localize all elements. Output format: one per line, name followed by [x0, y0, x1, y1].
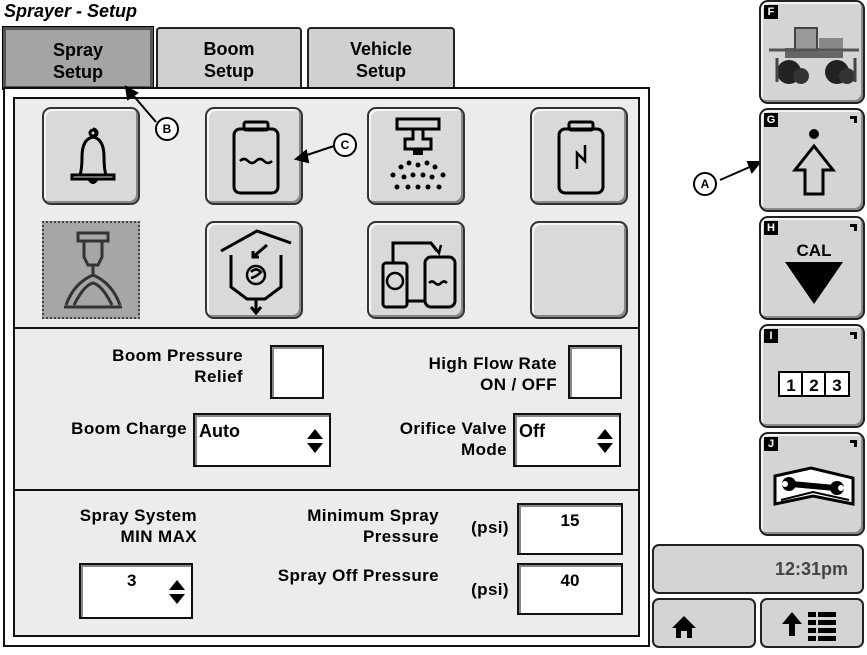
tab-label-line1: Boom	[203, 39, 255, 59]
page-title: Sprayer - Setup	[4, 1, 138, 21]
corner-mark-icon	[850, 116, 857, 123]
spray-off-pressure-label: Spray Off Pressure	[277, 566, 439, 585]
boom-charge-label: Boom Charge	[71, 419, 187, 438]
tab-label-line2: Setup	[203, 61, 254, 81]
tab-vehicle-setup[interactable]: Vehicle Setup	[307, 27, 455, 89]
tank-level-button[interactable]	[205, 107, 303, 205]
minimum-spray-pressure-input[interactable]: 15	[517, 503, 623, 555]
side-button-f[interactable]: F	[759, 0, 865, 104]
manual-wrench-icon	[773, 466, 855, 506]
corner-mark-icon	[850, 440, 857, 447]
corner-mark-icon	[850, 224, 857, 231]
tab-boom-setup[interactable]: Boom Setup	[156, 27, 302, 89]
spray-system-label: Spray System MIN MAX	[35, 505, 197, 547]
menu-up-icon	[782, 612, 836, 641]
label-line1: Minimum Spray	[307, 506, 439, 525]
svg-text:3: 3	[832, 376, 841, 395]
high-flow-rate-label: High Flow Rate ON / OFF	[351, 353, 557, 395]
section-divider	[15, 327, 638, 329]
cal-down-arrow-icon: CAL	[785, 241, 843, 304]
nozzle-spray-icon	[390, 117, 446, 190]
empty-slot-button[interactable]	[530, 221, 628, 319]
label-line1: Boom Pressure	[112, 346, 243, 365]
softkey-label: F	[764, 5, 778, 19]
clock-display: 12:31pm	[652, 544, 864, 594]
alarm-bell-button[interactable]	[42, 107, 140, 205]
label-line2: ON / OFF	[480, 375, 557, 394]
min-pressure-unit: (psi)	[471, 518, 509, 537]
nozzle-spray-button[interactable]	[367, 107, 465, 205]
side-button-i[interactable]: I 1 2 3	[759, 324, 865, 428]
boom-pressure-relief-checkbox[interactable]	[270, 345, 324, 399]
menu-up-button[interactable]	[760, 598, 864, 648]
callout-b: B	[155, 117, 179, 141]
side-button-g[interactable]: G	[759, 108, 865, 212]
spray-system-stepper[interactable]: 3	[79, 563, 193, 619]
svg-text:1: 1	[786, 376, 795, 395]
label-line1: High Flow Rate	[428, 354, 557, 373]
inductor-hopper-icon	[220, 229, 292, 316]
boom-charge-value: Auto	[199, 421, 240, 441]
alarm-bell-icon	[70, 127, 116, 184]
softkey-label: H	[764, 221, 778, 235]
high-flow-rate-checkbox[interactable]	[568, 345, 622, 399]
cal-label: CAL	[797, 241, 832, 260]
battery-tank-icon	[557, 120, 605, 195]
side-button-h[interactable]: H CAL	[759, 216, 865, 320]
svg-text:2: 2	[809, 376, 818, 395]
up-down-arrows-icon	[597, 429, 613, 453]
inductor-hopper-button[interactable]	[205, 221, 303, 319]
pump-tank-icon	[381, 241, 457, 309]
orifice-valve-mode-select[interactable]: Off	[513, 413, 621, 467]
callout-c: C	[333, 133, 357, 157]
boom-nozzle-button[interactable]	[42, 221, 140, 319]
spray-setup-content: Boom Pressure Relief High Flow Rate ON /…	[13, 97, 640, 637]
sprayer-vehicle-icon	[769, 27, 859, 84]
tank-level-icon	[232, 120, 280, 195]
orifice-valve-mode-value: Off	[519, 421, 545, 441]
boom-pressure-relief-label: Boom Pressure Relief	[35, 345, 243, 387]
callout-a: A	[693, 172, 717, 196]
label-line1: Orifice Valve	[399, 419, 507, 438]
softkey-label: G	[764, 113, 778, 127]
tab-label-line1: Vehicle	[349, 39, 413, 59]
side-button-j[interactable]: J	[759, 432, 865, 536]
label-line1: Spray System	[79, 506, 197, 525]
battery-tank-button[interactable]	[530, 107, 628, 205]
label-line2: Pressure	[363, 527, 439, 546]
label-line2: Mode	[461, 440, 507, 459]
tab-label-line1: Spray	[52, 40, 104, 60]
spray-setup-panel: Boom Pressure Relief High Flow Rate ON /…	[3, 87, 650, 647]
home-button[interactable]	[652, 598, 756, 648]
softkey-label: I	[764, 329, 778, 343]
spray-off-pressure-input[interactable]: 40	[517, 563, 623, 615]
tab-label-line2: Setup	[52, 62, 103, 82]
orifice-valve-mode-label: Orifice Valve Mode	[345, 418, 507, 460]
up-arrow-icon	[791, 129, 837, 196]
spray-system-value: 3	[127, 571, 137, 590]
softkey-label: J	[764, 437, 778, 451]
label-line2: MIN MAX	[120, 527, 197, 546]
label-line2: Relief	[194, 367, 243, 386]
up-down-arrows-icon	[169, 580, 185, 604]
section-divider	[15, 489, 638, 491]
up-down-arrows-icon	[307, 429, 323, 453]
boom-nozzle-icon	[64, 231, 122, 309]
boom-charge-select[interactable]: Auto	[193, 413, 331, 467]
tab-label-line2: Setup	[355, 61, 406, 81]
home-icon	[672, 616, 696, 638]
pump-tank-button[interactable]	[367, 221, 465, 319]
off-pressure-unit: (psi)	[471, 580, 509, 599]
numbers-icon: 1 2 3	[778, 371, 850, 397]
corner-mark-icon	[850, 332, 857, 339]
minimum-spray-pressure-label: Minimum Spray Pressure	[251, 505, 439, 547]
